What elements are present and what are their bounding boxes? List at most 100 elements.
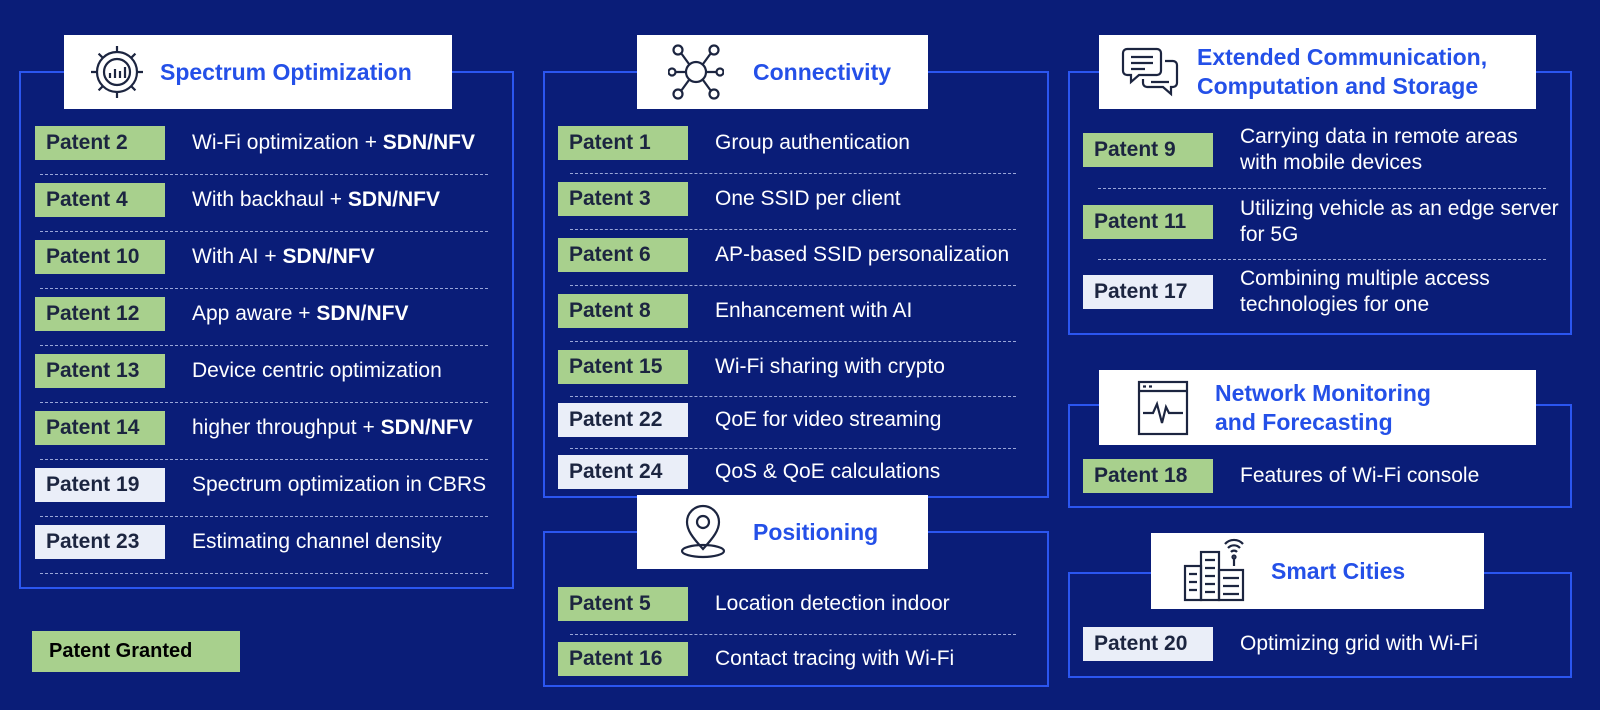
extended-communication-title-line1: Extended Communication, [1197, 44, 1488, 70]
patent-row: Patent 10 With AI + SDN/NFV [35, 240, 375, 274]
patent-description: Estimating channel density [192, 529, 442, 555]
patent-description: App aware + SDN/NFV [192, 301, 409, 327]
patent-tag: Patent 18 [1083, 459, 1213, 493]
patent-description-text: Wi-Fi optimization + [192, 131, 383, 154]
patent-row: Patent 24 QoS & QoE calculations [558, 455, 940, 489]
patent-row: Patent 20 Optimizing grid with Wi-Fi [1083, 627, 1478, 661]
patent-description-bold: SDN/NFV [382, 131, 475, 154]
patent-description-text: AP-based SSID personalization [715, 243, 1010, 266]
legend-patent-granted: Patent Granted [32, 631, 240, 672]
row-divider [40, 174, 488, 175]
row-divider [40, 516, 488, 517]
patent-tag: Patent 1 [558, 126, 688, 160]
patent-tag: Patent 24 [558, 455, 688, 489]
row-divider [40, 288, 488, 289]
chat-bubbles-icon [1119, 45, 1181, 99]
patent-description-text: Device centric optimization [192, 359, 442, 382]
patent-tag: Patent 17 [1083, 275, 1213, 309]
location-pin-icon [675, 503, 731, 561]
patent-description-text: QoS & QoE calculations [715, 460, 941, 483]
patent-tag: Patent 11 [1083, 205, 1213, 239]
patent-description: Features of Wi-Fi console [1240, 463, 1479, 489]
patent-description-bold: SDN/NFV [380, 416, 473, 439]
patent-description-text: QoE for video streaming [715, 408, 942, 431]
spectrum-optimization-title: Spectrum Optimization [160, 58, 412, 85]
patent-description-text: With backhaul + [192, 188, 348, 211]
patent-description: Wi-Fi optimization + SDN/NFV [192, 130, 475, 156]
patent-tag: Patent 13 [35, 354, 165, 388]
monitor-waveform-icon [1135, 380, 1191, 436]
patent-description-text: Carrying data in remote areas with mobil… [1240, 125, 1518, 174]
patent-tag: Patent 23 [35, 525, 165, 559]
patent-description-text: Enhancement with AI [715, 299, 913, 322]
extended-communication-header: Extended Communication, Computation and … [1099, 35, 1536, 109]
gear-chart-icon [82, 42, 152, 102]
row-divider [570, 285, 1016, 286]
connectivity-title: Connectivity [753, 58, 892, 85]
patent-description-text: higher throughput + [192, 416, 381, 439]
positioning-title: Positioning [753, 518, 879, 545]
patent-tag: Patent 9 [1083, 133, 1213, 167]
patent-row: Patent 6 AP-based SSID personalization [558, 238, 1009, 272]
patent-description-bold: SDN/NFV [282, 245, 375, 268]
patent-tag: Patent 12 [35, 297, 165, 331]
patent-description-text: Spectrum optimization in CBRS [192, 473, 487, 496]
patent-description-text: Contact tracing with Wi-Fi [715, 647, 955, 670]
patent-description-text: Location detection indoor [715, 592, 950, 615]
patent-tag: Patent 6 [558, 238, 688, 272]
spectrum-optimization-header: Spectrum Optimization [64, 35, 452, 109]
row-divider [1098, 259, 1546, 260]
network-monitoring-title-line1: Network Monitoring [1215, 379, 1431, 406]
patent-tag: Patent 20 [1083, 627, 1213, 661]
patent-tag: Patent 19 [35, 468, 165, 502]
patent-description-text: Estimating channel density [192, 530, 442, 553]
patent-description: Location detection indoor [715, 591, 950, 617]
patent-tag: Patent 8 [558, 294, 688, 328]
row-divider [40, 231, 488, 232]
patent-description: higher throughput + SDN/NFV [192, 415, 473, 441]
connectivity-header: Connectivity [637, 35, 928, 109]
row-divider [570, 448, 1016, 449]
patent-row: Patent 11 Utilizing vehicle as an edge se… [1083, 197, 1560, 246]
patent-description-text: App aware + [192, 302, 317, 325]
patent-description: QoE for video streaming [715, 407, 941, 433]
patent-description-text: With AI + [192, 245, 283, 268]
patent-description-text: Combining multiple access technologies f… [1240, 267, 1490, 316]
row-divider [570, 173, 1016, 174]
patent-description: Combining multiple access technologies f… [1240, 266, 1560, 318]
network-monitoring-header: Network Monitoring and Forecasting [1099, 370, 1536, 445]
row-divider [40, 459, 488, 460]
patent-description: Utilizing vehicle as an edge server for … [1240, 196, 1560, 248]
patent-tag: Patent 10 [35, 240, 165, 274]
patent-row: Patent 18 Features of Wi-Fi console [1083, 459, 1479, 493]
patent-description: Wi-Fi sharing with crypto [715, 354, 945, 380]
patent-row: Patent 19 Spectrum optimization in CBRS [35, 468, 486, 502]
row-divider [570, 341, 1016, 342]
patent-description: Optimizing grid with Wi-Fi [1240, 631, 1478, 657]
patent-row: Patent 17 Combining multiple access techn… [1083, 267, 1560, 316]
row-divider [40, 573, 488, 574]
patent-row: Patent 9 Carrying data in remote areas wi… [1083, 125, 1560, 174]
row-divider [570, 634, 1016, 635]
patent-description: Enhancement with AI [715, 298, 912, 324]
row-divider [1098, 188, 1546, 189]
patent-description-bold: SDN/NFV [316, 302, 409, 325]
city-buildings-icon [1181, 538, 1247, 604]
patent-tag: Patent 3 [558, 182, 688, 216]
patent-description: With backhaul + SDN/NFV [192, 187, 440, 213]
smart-cities-title: Smart Cities [1271, 557, 1406, 584]
patent-row: Patent 12 App aware + SDN/NFV [35, 297, 409, 331]
patent-row: Patent 8 Enhancement with AI [558, 294, 912, 328]
patent-description-text: Utilizing vehicle as an edge server for … [1240, 197, 1559, 246]
row-divider [570, 229, 1016, 230]
patent-description: With AI + SDN/NFV [192, 244, 375, 270]
patent-description: QoS & QoE calculations [715, 459, 940, 485]
patent-tag: Patent 22 [558, 403, 688, 437]
patent-row: Patent 22 QoE for video streaming [558, 403, 941, 437]
